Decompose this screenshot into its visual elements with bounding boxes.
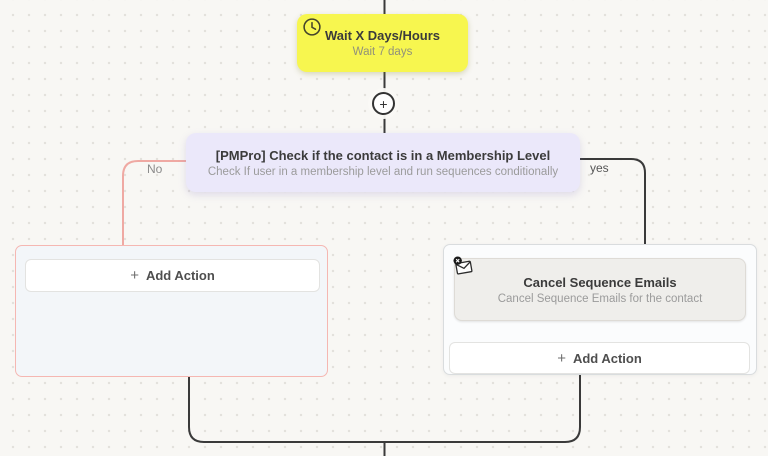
wire-no-branch [122, 160, 186, 246]
plus-icon: + [557, 349, 566, 367]
wait-node-title: Wait X Days/Hours [324, 28, 441, 43]
plus-icon: + [379, 95, 388, 112]
add-action-label: Add Action [572, 350, 642, 366]
add-action-label: Add Action [145, 268, 215, 283]
node-wait-delay[interactable]: Wait X Days/Hours Wait 7 days [297, 14, 468, 72]
clock-icon [301, 16, 323, 38]
node-membership-condition[interactable]: [PMPro] Check if the contact is in a Mem… [186, 133, 580, 192]
branch-box-no: + Add Action [15, 245, 328, 377]
add-action-button-no[interactable]: + Add Action [25, 259, 320, 292]
wire-yes-branch [580, 158, 646, 244]
branch-label-no: No [147, 162, 163, 176]
condition-node-title: [PMPro] Check if the contact is in a Mem… [215, 147, 551, 163]
branch-label-yes: yes [590, 161, 609, 175]
wire-merge [188, 375, 581, 443]
wait-node-subtitle: Wait 7 days [352, 46, 413, 58]
node-cancel-sequence-emails[interactable]: Cancel Sequence Emails Cancel Sequence E… [452, 255, 746, 321]
condition-node-subtitle: Check If user in a membership level and … [207, 165, 559, 178]
branch-box-yes: Cancel Sequence Emails Cancel Sequence E… [443, 244, 757, 375]
add-action-button-yes[interactable]: + Add Action [449, 342, 750, 374]
cancel-email-icon [452, 255, 474, 277]
cancel-node-title: Cancel Sequence Emails [523, 274, 677, 290]
cancel-node-subtitle: Cancel Sequence Emails for the contact [497, 292, 703, 305]
plus-icon: + [130, 267, 139, 284]
add-step-button[interactable]: + [372, 92, 395, 115]
